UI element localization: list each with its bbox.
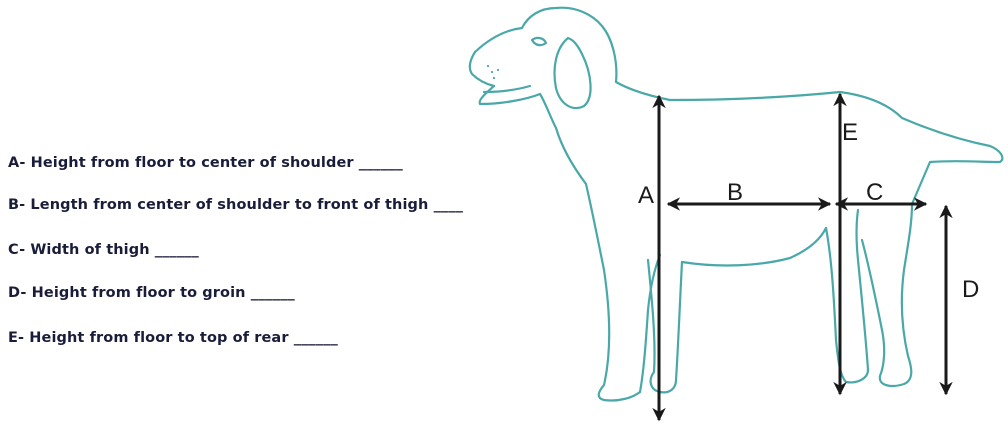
diagram-label-b: B (727, 179, 743, 206)
diagram-label-a: A (638, 182, 654, 209)
arrows (659, 94, 946, 420)
diagram-label-d: D (962, 276, 979, 303)
diagram-label-e: E (842, 119, 858, 146)
diagram-label-c: C (866, 179, 883, 206)
